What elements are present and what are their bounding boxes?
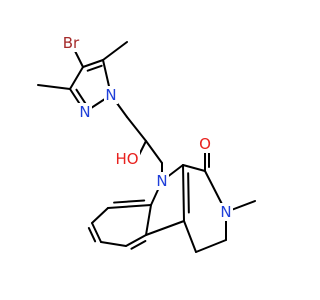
- bond-c9a-c4a-inner: [187, 172, 190, 214]
- hydroxyl-label: HO: [115, 150, 138, 168]
- bond-c8-c7: [91, 222, 102, 243]
- carbonyl-o-label: O: [199, 135, 211, 153]
- bromine-label: Br: [63, 34, 80, 52]
- bond-c3-c4: [195, 239, 227, 253]
- bond-c9-c8: [91, 207, 109, 224]
- indole-n-label: N: [156, 172, 167, 190]
- molecule-structure-diagram: Br N N HO N O N: [37, 34, 256, 253]
- bond-c8a-c9: [107, 204, 152, 209]
- atom-labels-layer: Br N N HO N O N: [60, 34, 233, 221]
- bond-ch2-choh: [126, 116, 147, 142]
- lactam-n-label: N: [220, 203, 231, 221]
- bond-c5a-c8a: [145, 204, 152, 236]
- bond-c9a-c1: [182, 164, 206, 172]
- bond-c4-c4a: [183, 220, 197, 253]
- bonds-layer: [37, 41, 256, 253]
- bond-c4-c5-inner: [86, 64, 103, 72]
- bond-c9a-c4a: [182, 164, 185, 222]
- bond-c5-methyl: [102, 41, 128, 61]
- bond-c7-c6: [100, 241, 127, 247]
- bond-c8-c7-inner: [87, 226, 97, 243]
- pyrazole-n1-label: N: [105, 86, 116, 104]
- bond-c4a-c5a: [145, 220, 185, 236]
- bond-c4-c3: [69, 66, 84, 90]
- bond-choh-oh: [138, 140, 147, 156]
- bond-c6-c5a-inner: [130, 240, 147, 250]
- pyrazole-n2-label: N: [79, 103, 90, 121]
- bond-choh-ch2: [145, 140, 163, 164]
- bond-c6-c5a: [125, 234, 147, 247]
- bond-c3-methyl: [37, 84, 71, 90]
- bond-c4-c5: [82, 59, 104, 68]
- bond-c8a-c9-inner: [113, 199, 146, 204]
